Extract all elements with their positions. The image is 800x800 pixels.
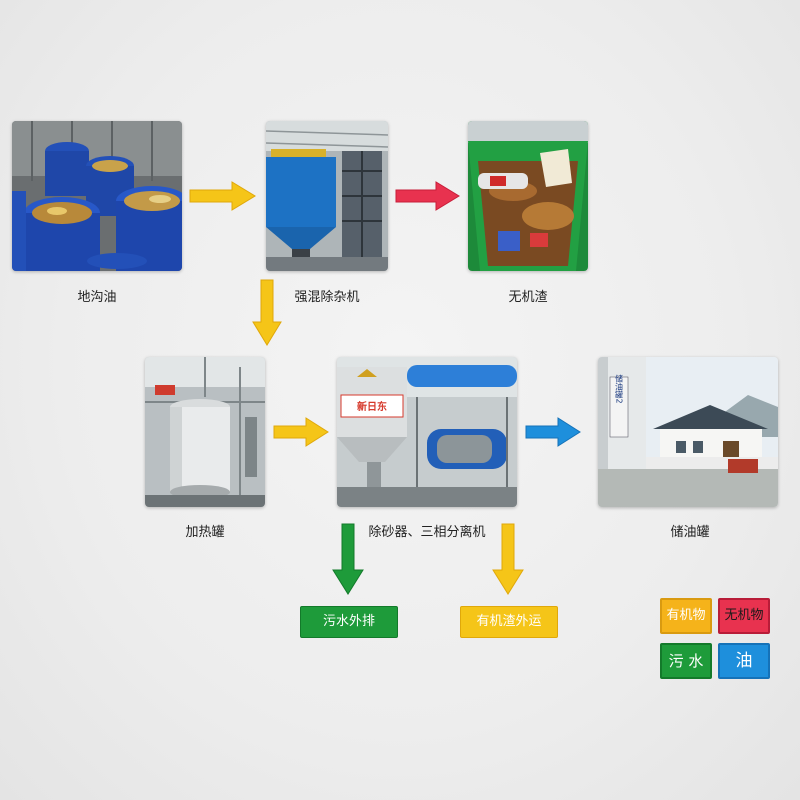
separator-photo: 新日东 xyxy=(337,357,517,507)
legend-organic: 有机物 xyxy=(660,598,712,634)
inorganic-residue-label: 无机渣 xyxy=(508,290,548,305)
heating-tank-label: 加热罐 xyxy=(185,525,225,540)
mixer-label: 强混除杂机 xyxy=(294,290,360,305)
arrow-heating-to-separator xyxy=(273,417,329,447)
gutter-oil-label: 地沟油 xyxy=(77,290,117,305)
arrow-separator-to-sewage xyxy=(332,523,364,595)
inorganic-residue-photo xyxy=(468,121,588,271)
arrow-separator-to-organic xyxy=(492,523,524,595)
oil-tank-label-text: 储油罐2 xyxy=(615,373,624,403)
heating-tank-photo xyxy=(145,357,265,507)
legend-sewage: 污 水 xyxy=(660,643,712,679)
arrow-mixer-to-heating xyxy=(252,279,282,346)
legend-inorganic: 无机物 xyxy=(718,598,770,634)
organic-residue-tag: 有机渣外运 xyxy=(460,606,558,638)
arrow-separator-to-oiltank xyxy=(525,417,581,447)
oil-tank-photo: 储油罐2 xyxy=(598,357,778,507)
mixer-photo xyxy=(266,121,388,271)
sewage-discharge-tag: 污水外排 xyxy=(300,606,398,638)
separator-label: 除砂器、三相分离机 xyxy=(368,525,486,540)
arrow-gutter-to-mixer xyxy=(189,181,256,211)
separator-sign-text: 新日东 xyxy=(357,400,387,413)
arrow-mixer-to-residue xyxy=(395,181,460,211)
oil-tank-label: 储油罐 xyxy=(670,525,710,540)
gutter-oil-photo xyxy=(12,121,182,271)
legend-oil: 油 xyxy=(718,643,770,679)
